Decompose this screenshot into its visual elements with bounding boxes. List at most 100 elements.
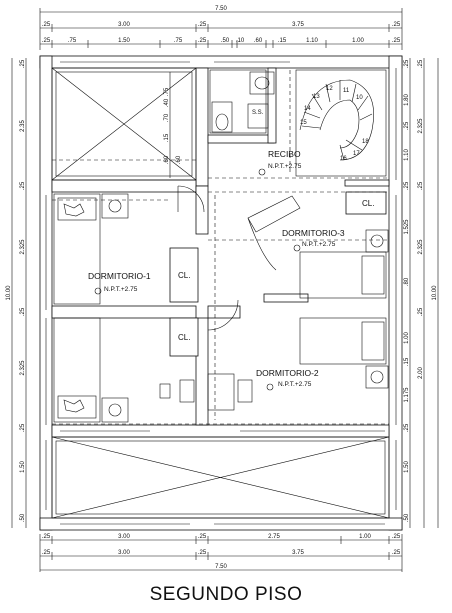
left-dimensions: 10.00 .25 2.35 .25 2.325 .25 2.325 .25 1…	[6, 58, 182, 528]
room-recibo: RECIBO	[268, 149, 301, 159]
dim-right-in-11: 1.50	[404, 461, 410, 473]
dim-right-in-0: .25	[404, 59, 410, 68]
dim-top-r1-1: 3.00	[118, 22, 130, 28]
dim-top-total: 7.50	[215, 6, 227, 12]
dim-bottom-total: 7.50	[215, 564, 227, 570]
interior-walls	[51, 61, 390, 525]
level-recibo: N.P.T.+2.75	[268, 163, 302, 170]
dim-right-out-3: 2.325	[418, 239, 424, 255]
stair-15: 15	[300, 120, 307, 126]
dim-right-in-6: .80	[404, 277, 410, 286]
dim-right-in-8: .15	[404, 357, 410, 366]
dim-bot-r1-1: 3.00	[118, 534, 130, 540]
dim-right-in-1: 1.80	[404, 94, 410, 106]
dim-right-out-5: 2.00	[418, 367, 424, 379]
dim-left-7: 1.50	[20, 461, 26, 473]
desk-chairs	[159, 373, 253, 411]
bottom-dimensions: .25 3.00 .25 2.75 1.00 .25 .25 3.00 .25 …	[39, 534, 403, 572]
dim-bot-r1-4: 1.00	[359, 534, 371, 540]
dim-inner-2: .40	[164, 98, 170, 107]
stair-12: 12	[326, 86, 333, 92]
closet-label-2: CL.	[178, 333, 190, 342]
nightstand-icon	[365, 229, 389, 253]
bathroom: S.S.	[209, 69, 275, 134]
dim-top-r2-6: .10	[236, 38, 245, 44]
dim-right-in-2: .25	[404, 121, 410, 130]
nightstand-icon	[365, 365, 389, 389]
dim-top-r2-10: 1.00	[352, 38, 364, 44]
dim-right-out-4: .25	[418, 307, 424, 316]
dim-top-r1-0: .25	[42, 22, 51, 28]
room-dormitorio-1: DORMITORIO-1	[88, 271, 151, 281]
dim-bot-r2-4: .25	[392, 550, 401, 556]
dim-top-r2-8: .15	[278, 38, 287, 44]
dim-right-in-3: 1.10	[404, 149, 410, 161]
dim-right-in-12: .50	[404, 513, 410, 522]
dashed-lines	[52, 70, 389, 425]
dim-left-0: .25	[20, 59, 26, 68]
bed-dorm1-top	[53, 193, 129, 305]
level-markers	[94, 168, 301, 391]
dim-bot-r1-0: .25	[42, 534, 51, 540]
dim-top-r2-9: 1.10	[306, 38, 318, 44]
dim-left-4: .25	[20, 307, 26, 316]
dim-top-r2-4: .25	[198, 38, 207, 44]
dim-top-r2-7: .60	[254, 38, 263, 44]
nightstand-icon	[101, 193, 129, 219]
dim-top-r2-2: 1.50	[118, 38, 130, 44]
stair-17: 17	[353, 151, 360, 157]
dim-right-total: 10.00	[432, 285, 438, 301]
room-dormitorio-2: DORMITORIO-2	[256, 368, 319, 378]
void-bottom	[51, 436, 390, 519]
dim-left-5: 2.325	[20, 360, 26, 376]
dim-bot-r2-3: 3.75	[292, 550, 304, 556]
level-dormitorio-2: N.P.T.+2.75	[278, 381, 312, 388]
dim-right-out-0: .25	[418, 59, 424, 68]
stair-18: 18	[362, 139, 369, 145]
toilet-icon	[211, 101, 233, 133]
doors	[177, 185, 301, 331]
dim-left-3: 2.325	[20, 239, 26, 255]
dim-bot-r2-0: .25	[42, 550, 51, 556]
page-title: SEGUNDO PISO	[149, 584, 303, 605]
dim-right-in-10: .25	[404, 423, 410, 432]
dim-top-r2-3: .75	[174, 38, 183, 44]
dim-left-1: 2.35	[20, 120, 26, 132]
sink-icon	[249, 71, 275, 95]
dim-right-in-7: 1.00	[404, 332, 410, 344]
dim-inner-4: .60	[164, 155, 170, 164]
dim-left-total: 10.00	[6, 285, 12, 301]
dim-left-8: .50	[20, 513, 26, 522]
dim-left-2: .25	[20, 181, 26, 190]
bed-dorm1-bottom	[53, 317, 129, 423]
dim-top-r2-5: .50	[221, 38, 230, 44]
dim-top-r1-3: 3.75	[292, 22, 304, 28]
dim-inner-1: .70	[164, 113, 170, 122]
stair-13: 13	[313, 94, 320, 100]
diagonal-partition	[247, 195, 301, 233]
dim-bot-r1-2: .25	[198, 534, 207, 540]
nightstand-icon	[101, 397, 129, 423]
dim-top-r2-0: .25	[42, 38, 51, 44]
dim-top-r2-1: .75	[68, 38, 77, 44]
dim-left-6: .25	[20, 423, 26, 432]
dim-bot-r2-1: 3.00	[118, 550, 130, 556]
dim-top-r2-11: .25	[392, 38, 401, 44]
bed-dorm3	[299, 229, 389, 299]
dim-right-in-9: 1.175	[404, 387, 410, 403]
dim-inner-3: .15	[164, 133, 170, 142]
closet-label-3: CL.	[362, 199, 374, 208]
right-dimensions: .25 1.80 .25 1.10 .25 1.525 .80 1.00 .15…	[404, 58, 439, 528]
dim-right-out-2: .25	[418, 181, 424, 190]
void-top-left	[51, 67, 197, 181]
level-dormitorio-3: N.P.T.+2.75	[302, 241, 336, 248]
bath-label: S.S.	[252, 110, 264, 116]
dim-right-out-1: 2.325	[418, 118, 424, 134]
closet-label-1: CL.	[178, 271, 190, 280]
stair-16: 16	[340, 156, 347, 162]
level-dormitorio-1: N.P.T.+2.75	[104, 286, 138, 293]
dim-top-r1-2: .25	[198, 22, 207, 28]
dim-bot-r1-3: 2.75	[268, 534, 280, 540]
top-dimensions: 7.50 .25 3.00 .25 3.75 .25 .25 .75 1.50 …	[39, 6, 403, 50]
